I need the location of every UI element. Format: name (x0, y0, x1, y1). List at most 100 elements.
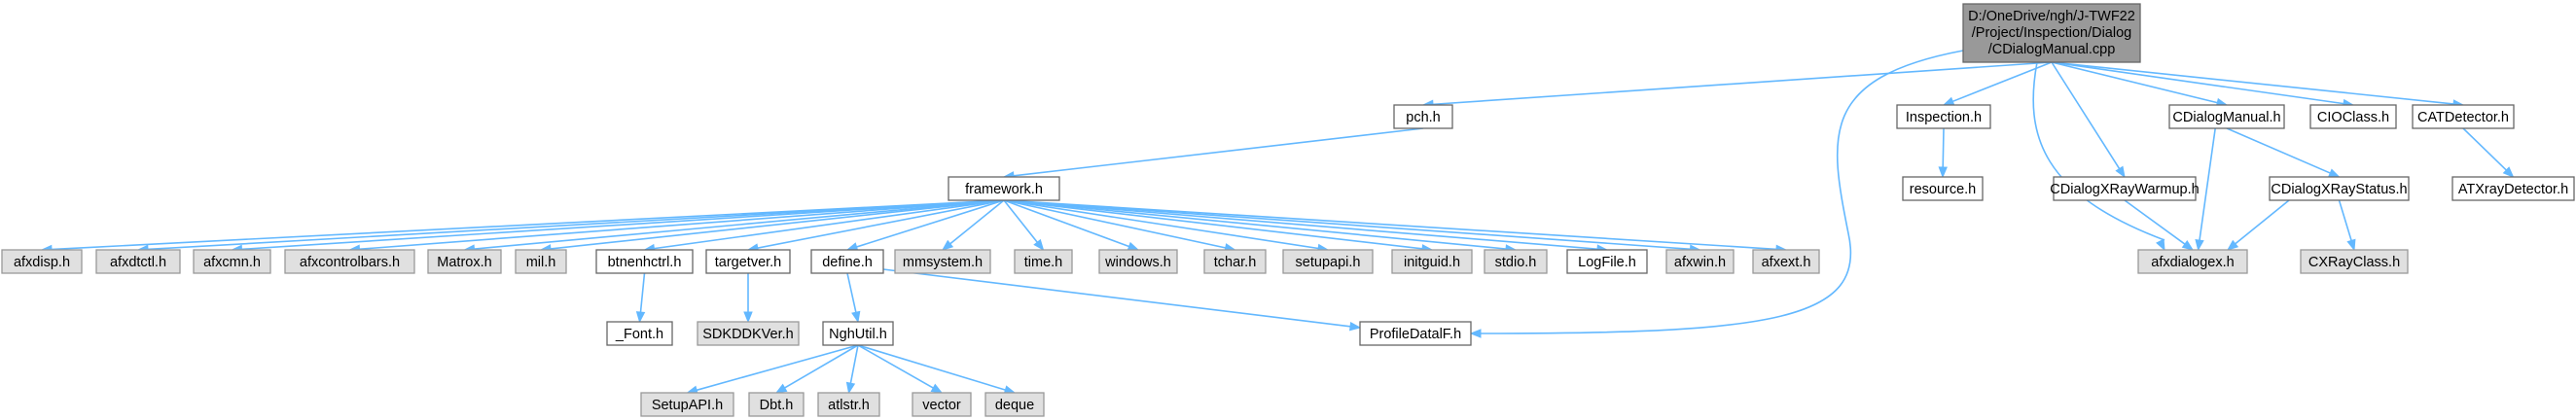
node-box (810, 249, 884, 274)
node-atxraydetector[interactable]: ATXrayDetector.h (2451, 176, 2575, 201)
node-box (2269, 176, 2410, 201)
edge-framework-to-afxwin (1003, 199, 1701, 254)
edge-cdialogxraywarmup-to-afxdialogex (2124, 199, 2195, 251)
node-framework[interactable]: framework.h (948, 176, 1060, 201)
node-cdialogxraywarmup[interactable]: CDialogXRayWarmup.h (2050, 176, 2200, 201)
node-catdetector[interactable]: CATDetector.h (2412, 104, 2515, 129)
node-box (1098, 249, 1178, 274)
edge-cdialogxraystatus-to-cxrayclass (2338, 199, 2356, 252)
node-tchar[interactable]: tchar.h (1203, 249, 1267, 274)
node-inspection[interactable]: Inspection.h (1896, 104, 1991, 129)
node-label: CDialogXRayWarmup.h (2050, 182, 2199, 197)
node-afxdtctl[interactable]: afxdtctl.h (95, 249, 181, 274)
node-cdialogmanual[interactable]: CDialogManual.h (2168, 104, 2285, 129)
node-nghutil[interactable]: NghUtil.h (822, 321, 894, 346)
node-label: btnenhctrl.h (608, 255, 682, 270)
node-box (95, 249, 181, 274)
edge-root-to-profiledatalf (1469, 50, 1964, 338)
node-box (1393, 104, 1453, 129)
node-afxcontrolbars[interactable]: afxcontrolbars.h (284, 249, 415, 274)
node-deque[interactable]: deque (984, 392, 1045, 417)
node-windows[interactable]: windows.h (1098, 249, 1178, 274)
edge-framework-to-logfile (1003, 199, 1609, 254)
node-initguid[interactable]: initguid.h (1391, 249, 1473, 274)
node-cxrayclass[interactable]: CXRayClass.h (2300, 249, 2409, 274)
edge-root-to-cioclass (2051, 61, 2355, 109)
node-vector[interactable]: vector (912, 392, 972, 417)
node-box (2309, 104, 2397, 129)
node-box (697, 321, 800, 346)
node-label: CDialogXRayStatus.h (2271, 182, 2407, 197)
node-label: framework.h (965, 182, 1043, 197)
node-afxdialogex[interactable]: afxdialogex.h (2137, 249, 2248, 274)
node-label: initguid.h (1404, 255, 1460, 270)
node-setupapi[interactable]: setupapi.h (1282, 249, 1374, 274)
node-afxcmn[interactable]: afxcmn.h (193, 249, 271, 274)
edge-framework-to-stdio (1003, 199, 1518, 254)
node-profiledatalf[interactable]: ProfileDatalF.h (1359, 321, 1472, 346)
node-pch[interactable]: pch.h (1393, 104, 1453, 129)
node-box (705, 249, 791, 274)
node-label: stdio.h (1495, 255, 1537, 270)
node-label: deque (995, 398, 1034, 413)
edge-cdialogxraystatus-to-afxdialogex (2226, 199, 2290, 251)
edge-define-to-profiledatalf (882, 268, 1362, 332)
node-label: CDialogManual.h (2172, 110, 2280, 125)
node-logfile[interactable]: LogFile.h (1566, 249, 1648, 274)
node-time[interactable]: time.h (1014, 249, 1073, 274)
node-label: CXRayClass.h (2308, 255, 2400, 270)
node-mmsystem[interactable]: mmsystem.h (894, 249, 991, 274)
node-dbt[interactable]: Dbt.h (748, 392, 805, 417)
edge-root-to-cdialogmanual (2051, 61, 2229, 108)
edge-btnenhctrl-to-font (635, 272, 646, 324)
edge-root-to-cdialogxraywarmup (2051, 61, 2126, 179)
node-label: targetver.h (715, 255, 782, 270)
node-label: pch.h (1406, 110, 1440, 125)
node-box (2300, 249, 2409, 274)
node-sdkddkver[interactable]: SDKDDKVer.h (697, 321, 800, 346)
node-afxext[interactable]: afxext.h (1752, 249, 1820, 274)
node-resource[interactable]: resource.h (1902, 176, 1984, 201)
node-root[interactable]: D:/OneDrive/ngh/J-TWF22/Project/Inspecti… (1962, 3, 2141, 63)
node-btnenhctrl[interactable]: btnenhctrl.h (595, 249, 694, 274)
node-box (1962, 3, 2141, 63)
edge-define-to-nghutil (846, 272, 861, 324)
node-cioclass[interactable]: CIOClass.h (2309, 104, 2397, 129)
node-box (640, 392, 734, 417)
node-label: SetupAPI.h (652, 398, 723, 413)
node-box (1282, 249, 1374, 274)
node-label: atlstr.h (828, 398, 870, 413)
node-matrox[interactable]: Matrox.h (427, 249, 502, 274)
edges (40, 50, 2515, 395)
node-label: afxdialogex.h (2151, 255, 2234, 270)
node-setupapi-cap[interactable]: SetupAPI.h (640, 392, 734, 417)
node-mil[interactable]: mil.h (515, 249, 567, 274)
node-font[interactable]: _Font.h (606, 321, 673, 346)
node-label: mmsystem.h (903, 255, 983, 270)
node-box (284, 249, 415, 274)
edge-inspection-to-resource (1938, 127, 1948, 179)
node-atlstr[interactable]: atlstr.h (817, 392, 880, 417)
node-afxdisp[interactable]: afxdisp.h (1, 249, 83, 274)
node-label: CIOClass.h (2317, 110, 2389, 125)
node-define[interactable]: define.h (810, 249, 884, 274)
node-box (427, 249, 502, 274)
node-targetver[interactable]: targetver.h (705, 249, 791, 274)
node-afxwin[interactable]: afxwin.h (1665, 249, 1735, 274)
node-cdialogxraystatus[interactable]: CDialogXRayStatus.h (2269, 176, 2410, 201)
node-label: LogFile.h (1578, 255, 1636, 270)
node-box (748, 392, 805, 417)
node-label: ATXrayDetector.h (2458, 182, 2568, 197)
node-label: resource.h (1910, 182, 1977, 197)
edge-framework-to-mmsystem (941, 199, 1005, 251)
node-box (2412, 104, 2515, 129)
node-label: Matrox.h (437, 255, 491, 270)
node-box (1, 249, 83, 274)
node-stdio[interactable]: stdio.h (1484, 249, 1548, 274)
edge-targetver-to-sdkddkver (743, 273, 753, 324)
node-box (984, 392, 1045, 417)
edge-cdialogmanual-to-cdialogxraystatus (2226, 127, 2341, 178)
edge-root-to-afxdialogex (2032, 61, 2165, 252)
node-box (2168, 104, 2285, 129)
